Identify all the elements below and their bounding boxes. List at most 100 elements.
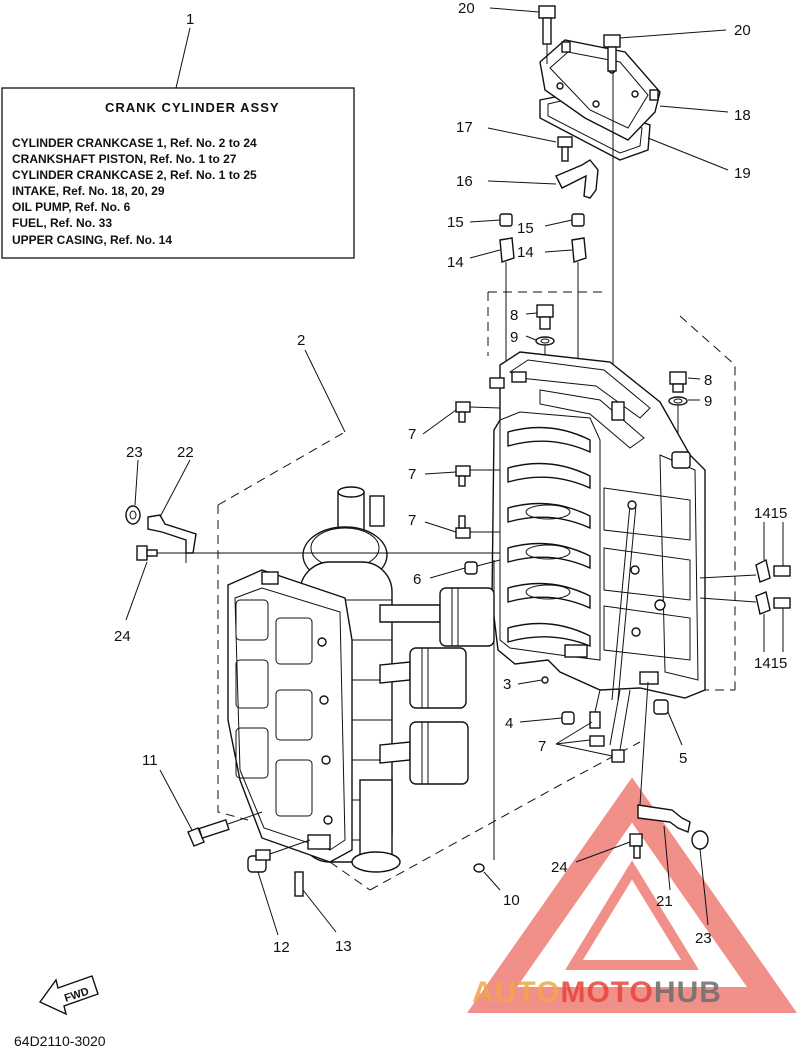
info-line-6: FUEL, Ref. No. 33 (12, 216, 112, 230)
bolt-17 (557, 136, 573, 148)
lower-right-parts: 3 4 5 7 (503, 676, 687, 767)
callout-20-right: 20 (734, 22, 751, 39)
clip-14-right-bottom (755, 591, 771, 615)
callout-8-top: 8 (510, 307, 518, 324)
intake-cover-assembly: 20 20 18 19 (458, 0, 751, 410)
info-box-title: CRANK CYLINDER ASSY (105, 100, 280, 115)
fittings-7-left: 7 7 7 (408, 401, 501, 539)
callout-7-d: 7 (538, 738, 546, 755)
bearing-journals (507, 426, 591, 648)
callout-17: 17 (456, 119, 473, 136)
info-line-5: OIL PUMP, Ref. No. 6 (12, 200, 131, 214)
washer-23-left (125, 505, 141, 525)
callout-13: 13 (335, 938, 352, 955)
plug-4 (561, 711, 575, 725)
callout-9-right: 9 (704, 393, 712, 410)
fitting-21 (637, 804, 691, 833)
screw-15-left (499, 213, 513, 227)
callout-18: 18 (734, 107, 751, 124)
clip-assembly-right: 1415 1415 (699, 505, 791, 672)
callout-2-group: 2 (297, 332, 346, 433)
callout-9-top: 9 (510, 329, 518, 346)
piston-3 (409, 721, 469, 785)
callout-24-left: 24 (114, 628, 131, 645)
callout-23-left: 23 (126, 444, 143, 461)
plug-8-right (669, 371, 687, 385)
washer-9-top (535, 336, 555, 346)
lower-right-fittings: 21 24 23 (551, 681, 712, 947)
diagram-code: 64D2110-3020 (14, 1033, 106, 1049)
clip-assembly-top: 15 15 14 14 (447, 213, 587, 392)
callout-14-right: 14 (517, 244, 534, 261)
fitting-22 (147, 514, 197, 554)
piston-2 (409, 647, 467, 709)
piston-1 (439, 587, 495, 647)
callout-12: 12 (273, 939, 290, 956)
callout-14-left: 14 (447, 254, 464, 271)
clip-14-right-top (755, 558, 771, 583)
callout-22: 22 (177, 444, 194, 461)
callout-1415-bottom: 1415 (754, 655, 787, 672)
plug-8-top (536, 304, 554, 318)
plug-assembly: 8 9 8 9 (510, 304, 712, 450)
fitting-7-d2 (589, 735, 605, 747)
plug-5 (653, 699, 669, 715)
callout-2: 2 (297, 332, 305, 349)
callout-21: 21 (656, 893, 673, 910)
callout-15-right: 15 (517, 220, 534, 237)
fitting-7-d3 (611, 749, 625, 763)
info-line-1: CYLINDER CRANKCASE 1, Ref. No. 2 to 24 (12, 136, 257, 150)
screw-15-right (571, 213, 585, 227)
callout-11: 11 (142, 752, 158, 769)
callout-5: 5 (679, 750, 687, 767)
dowel-3 (541, 676, 549, 684)
bracket-assembly: 17 16 (456, 119, 599, 199)
dowel-10-group: 10 (473, 560, 520, 909)
callout-23-right: 23 (695, 930, 712, 947)
callout-1415-top: 1415 (754, 505, 787, 522)
callout-15-left: 15 (447, 214, 464, 231)
callout-1: 1 (186, 11, 194, 28)
callout-7-c: 7 (408, 512, 416, 529)
bolt-24-left (136, 545, 158, 561)
callout-20-left: 20 (458, 0, 475, 17)
callout-7-a: 7 (408, 426, 416, 443)
left-fittings: 23 22 24 (114, 444, 500, 645)
washer-23-right (691, 830, 709, 850)
fitting-7-d1 (589, 711, 601, 729)
screw-15-right-top (773, 565, 791, 577)
info-line-7: UPPER CASING, Ref. No. 14 (12, 233, 172, 247)
svg-text:AUTOMOTOHUB: AUTOMOTOHUB (472, 976, 722, 1009)
bolt-11-group: 11 (142, 752, 263, 847)
cover-18 (539, 39, 661, 141)
dowel-10 (473, 863, 485, 873)
clip-14-right (571, 237, 587, 263)
info-line-3: CYLINDER CRANKCASE 2, Ref. No. 1 to 25 (12, 168, 257, 182)
info-line-4: INTAKE, Ref. No. 18, 20, 29 (12, 184, 165, 198)
bolt-20b (603, 34, 621, 410)
watermark-logo (467, 777, 797, 1013)
fitting-7-a (455, 401, 501, 423)
stud-13 (294, 871, 304, 897)
bracket-16 (555, 159, 599, 199)
watermark-text: AUTOMOTOHUB (472, 976, 722, 1009)
info-box: 1 CRANK CYLINDER ASSY CYLINDER CRANKCASE… (1, 11, 355, 259)
bolt-11 (187, 827, 205, 847)
fitting-7-b (455, 465, 500, 487)
callout-16: 16 (456, 173, 473, 190)
part-6-group: 6 (413, 559, 501, 588)
callout-3: 3 (503, 676, 511, 693)
crankcase-cover (227, 569, 353, 863)
washer-9-right (668, 396, 688, 406)
cylinder-block (489, 351, 706, 701)
callout-7-b: 7 (408, 466, 416, 483)
clip-14-left (499, 237, 515, 263)
callout-19: 19 (734, 165, 751, 182)
fwd-arrow: FWD (38, 975, 99, 1016)
callout-24-right: 24 (551, 859, 568, 876)
callout-10: 10 (503, 892, 520, 909)
bolt-24-right (629, 833, 643, 859)
parts-12-13: 12 13 (247, 839, 352, 956)
nipple-6 (464, 561, 478, 575)
